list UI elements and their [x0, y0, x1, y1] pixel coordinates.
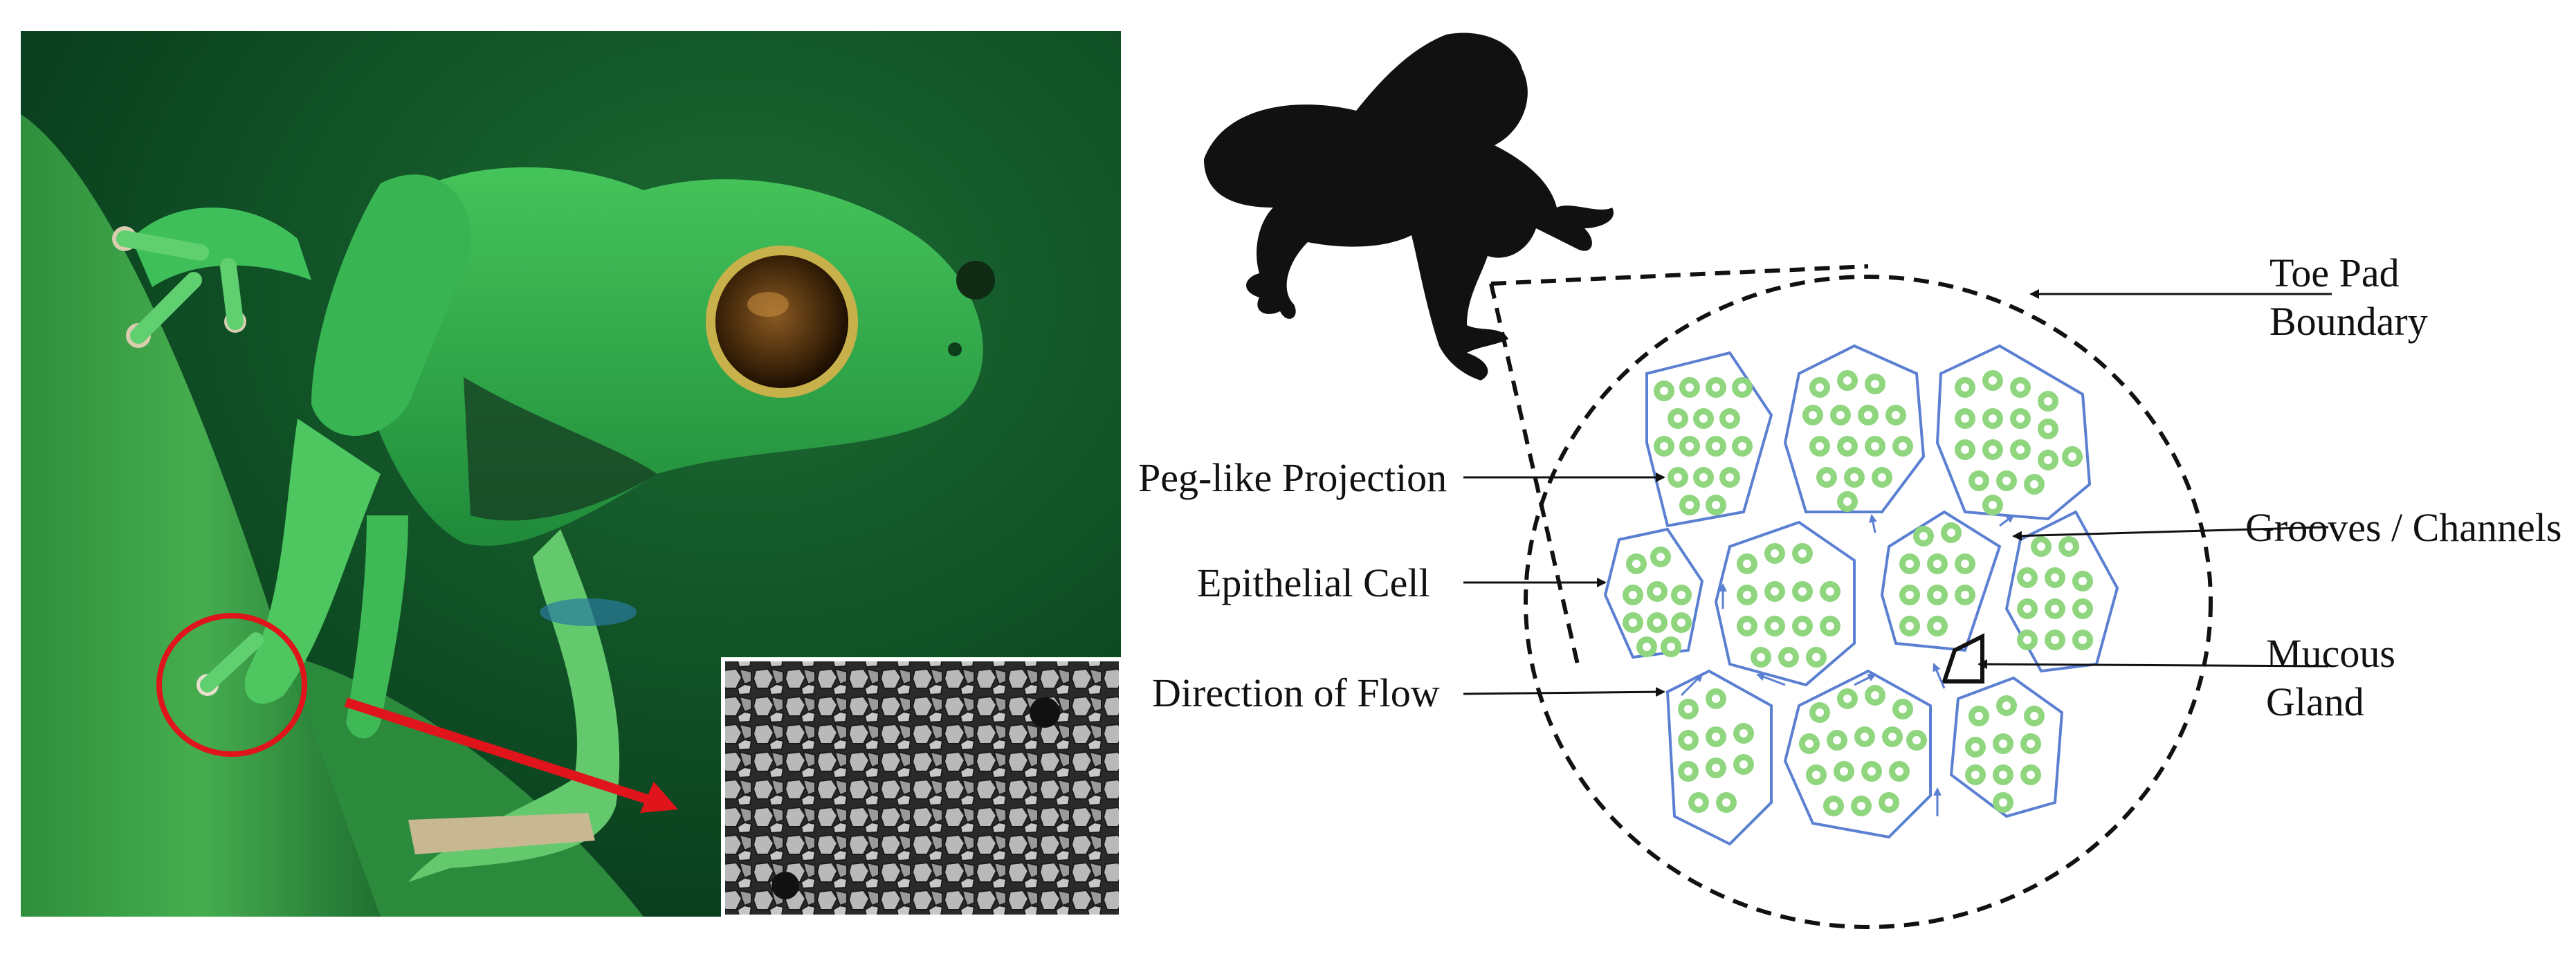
- peg-projections: [1623, 370, 2093, 816]
- frog-photo: [21, 31, 1121, 917]
- mucous-gland-line-2: Gland: [2266, 679, 2364, 724]
- mucous-gland-label: Mucous Gland: [2266, 630, 2395, 726]
- toe-pad-schematic: [1204, 33, 2332, 929]
- toe-pad-boundary-line: [1524, 275, 2213, 929]
- toe-pad-boundary-line-2: Boundary: [2269, 298, 2428, 344]
- mucous-gland-shape: [1941, 633, 1984, 684]
- toe-pad-diagram: Toe Pad Boundary Peg-like Projection Gro…: [1121, 0, 2576, 954]
- mucous-gland-line-1: Mucous: [2266, 631, 2395, 676]
- toe-pad-boundary-line-1: Toe Pad: [2269, 250, 2400, 295]
- epithelial-cell-label: Epithelial Cell: [1197, 560, 1430, 605]
- red-circle-icon: [156, 613, 307, 757]
- direction-of-flow-label: Direction of Flow: [1152, 670, 1440, 715]
- epithelial-cells: [1603, 344, 2119, 846]
- grooves-channels-label: Grooves / Channels: [2245, 505, 2562, 550]
- toe-pad-boundary-label: Toe Pad Boundary: [2269, 249, 2428, 345]
- red-arrow-icon: [344, 697, 659, 807]
- frog-silhouette-icon: [1204, 33, 1614, 380]
- flow-arrows: [1680, 514, 2015, 816]
- frog-photo-illustration: [21, 31, 1121, 917]
- peg-like-projection-label: Peg-like Projection: [1138, 455, 1447, 500]
